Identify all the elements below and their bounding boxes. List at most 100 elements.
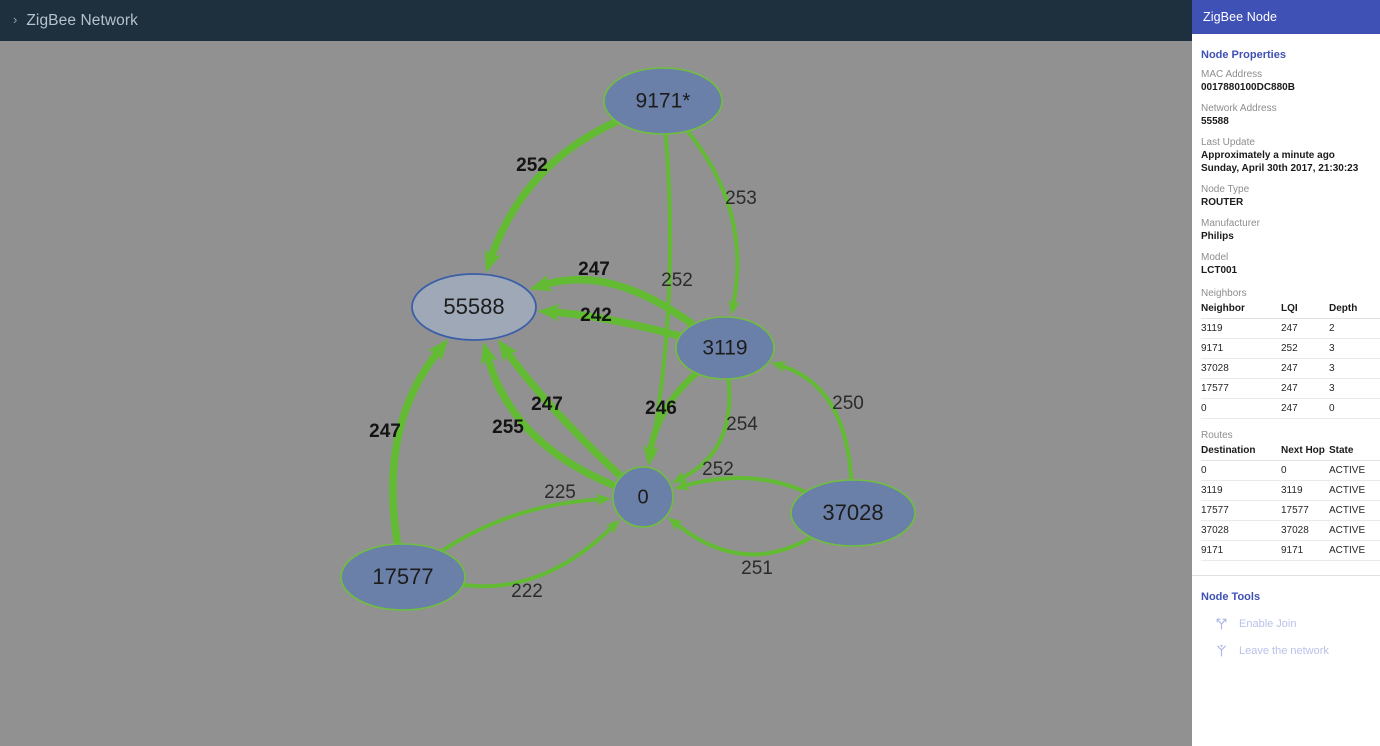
table-cell: 17577 xyxy=(1281,500,1329,521)
table-cell: 0 xyxy=(1281,460,1329,481)
graph-node-37028[interactable]: 37028 xyxy=(790,479,916,547)
graph-edge[interactable] xyxy=(389,348,442,545)
edge-lqi-label: 252 xyxy=(661,270,693,291)
node-shape[interactable] xyxy=(411,273,537,341)
graph-node-17577[interactable]: 17577 xyxy=(340,543,466,611)
graph-node-55588[interactable]: 55588 xyxy=(411,273,537,341)
edge-arrowhead xyxy=(427,339,449,362)
table-cell: 0 xyxy=(1329,398,1380,419)
graph-edge[interactable] xyxy=(551,308,681,340)
tool-enable-join[interactable]: Enable Join xyxy=(1201,610,1371,637)
node-shape[interactable] xyxy=(612,466,674,528)
edge-arrowhead xyxy=(605,519,621,535)
edge-lqi-label: 250 xyxy=(832,393,864,414)
graph-edge[interactable] xyxy=(685,129,740,306)
graph-edge[interactable] xyxy=(682,476,807,494)
sidebar-header: ZigBee Node xyxy=(1192,0,1380,34)
graph-edge[interactable] xyxy=(780,363,854,481)
graph-edge[interactable] xyxy=(503,349,624,480)
column-header: Neighbor xyxy=(1201,301,1281,319)
table-cell: ACTIVE xyxy=(1329,460,1380,481)
table-cell: 3119 xyxy=(1281,480,1329,501)
table-cell: 9171 xyxy=(1201,338,1281,359)
table-cell: 2 xyxy=(1329,318,1380,339)
tool-label: Enable Join xyxy=(1239,617,1297,630)
node-shape[interactable] xyxy=(340,543,466,611)
edge-lqi-label: 252 xyxy=(516,155,548,176)
edge-arrowhead xyxy=(537,303,561,322)
graph-edge[interactable] xyxy=(440,497,602,553)
edge-arrowhead xyxy=(497,339,518,363)
sidebar-title: ZigBee Node xyxy=(1203,10,1278,24)
table-cell: ACTIVE xyxy=(1329,480,1380,501)
edge-lqi-label: 247 xyxy=(531,394,563,415)
graph-edges-layer xyxy=(389,118,854,589)
tool-leave-the-network[interactable]: Leave the network xyxy=(1201,637,1371,664)
breadcrumb[interactable]: › ZigBee Network xyxy=(13,12,138,30)
graph-edge[interactable] xyxy=(542,275,696,328)
edge-arrowhead xyxy=(728,299,741,316)
table-cell: 247 xyxy=(1281,358,1329,379)
table-cell: 37028 xyxy=(1281,520,1329,541)
graph-node-0[interactable]: 0 xyxy=(612,466,674,528)
node-label: 0 xyxy=(637,486,648,508)
graph-edge[interactable] xyxy=(487,118,619,261)
table-cell: 3119 xyxy=(1201,480,1281,501)
table-cell: 247 xyxy=(1281,318,1329,339)
property-label: Manufacturer xyxy=(1201,218,1260,229)
chevron-right-icon: › xyxy=(13,12,18,27)
property-value: 55588 xyxy=(1201,116,1229,127)
property-label: Model xyxy=(1201,252,1229,263)
table-cell: 9171 xyxy=(1281,540,1329,561)
table-cell: 37028 xyxy=(1201,358,1281,379)
main-pane: › ZigBee Network 9171* 55588 3119 0 37028 175… xyxy=(0,0,1192,746)
edge-arrowhead xyxy=(671,470,688,483)
edge-lqi-label: 247 xyxy=(578,259,610,280)
graph-edge[interactable] xyxy=(462,524,615,589)
graph-node-3119[interactable]: 3119 xyxy=(675,316,775,380)
node-properties-heading: Node Properties xyxy=(1201,49,1286,61)
table-cell: 17577 xyxy=(1201,500,1281,521)
node-label: 37028 xyxy=(822,500,883,525)
graph-edge[interactable] xyxy=(483,354,617,490)
graph-edge[interactable] xyxy=(674,521,813,557)
table-cell: 247 xyxy=(1281,378,1329,399)
edge-lqi-label: 252 xyxy=(702,459,734,480)
graph-edge[interactable] xyxy=(648,133,673,457)
node-shape[interactable] xyxy=(603,67,723,135)
node-shape[interactable] xyxy=(790,479,916,547)
edge-arrowhead xyxy=(770,361,787,373)
breadcrumb-label: ZigBee Network xyxy=(26,11,139,29)
graph-node-9171[interactable]: 9171* xyxy=(603,67,723,135)
table-cell: 9171 xyxy=(1201,540,1281,561)
graph-edge[interactable] xyxy=(646,370,699,453)
graph-edge[interactable] xyxy=(679,378,732,481)
edge-lqi-label: 251 xyxy=(741,558,773,579)
property-value-secondary: Sunday, April 30th 2017, 21:30:23 xyxy=(1201,163,1359,174)
edge-lqi-label: 222 xyxy=(511,581,543,602)
table-cell: 3 xyxy=(1329,338,1380,359)
node-shape[interactable] xyxy=(675,316,775,380)
table-cell: 17577 xyxy=(1201,378,1281,399)
